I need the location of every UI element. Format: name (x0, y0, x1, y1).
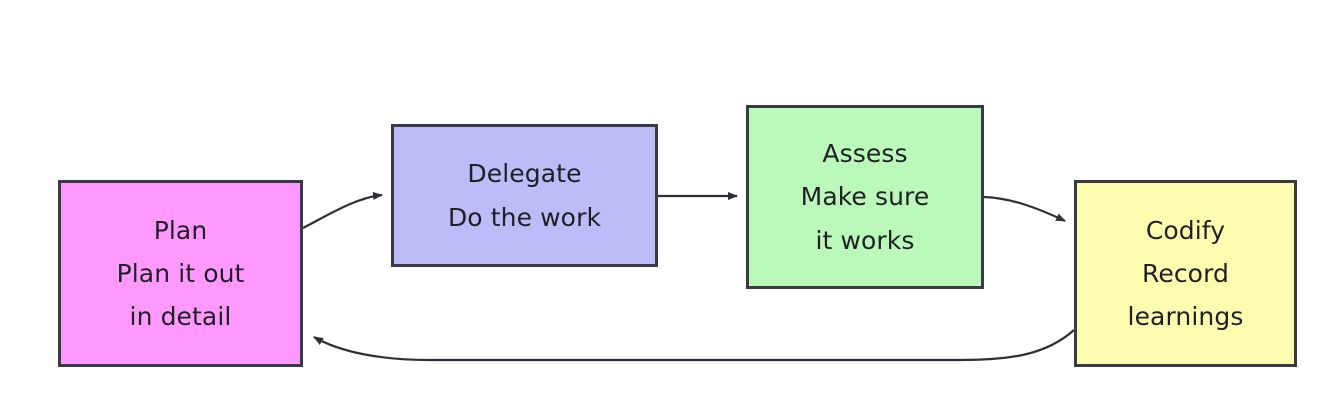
node-codify-subtitle-line2: learnings (1127, 302, 1244, 332)
edge-plan-to-delegate (302, 192, 383, 229)
edge-assess-to-codify (983, 195, 1066, 222)
node-assess-subtitle-line2: it works (815, 225, 915, 255)
node-assess-title: Assess (822, 139, 908, 169)
node-codify-subtitle-line1: Record (1142, 258, 1229, 288)
node-plan-title: Plan (153, 215, 208, 245)
node-delegate[interactable]: Delegate Do the work (391, 124, 658, 267)
edge-codify-to-plan (313, 329, 1075, 362)
node-plan-subtitle-line1: Plan it out (116, 258, 245, 288)
node-plan[interactable]: Plan Plan it out in detail (58, 180, 303, 367)
node-codify-title: Codify (1145, 215, 1226, 245)
node-plan-subtitle-line2: in detail (129, 302, 232, 332)
node-assess[interactable]: Assess Make sure it works (746, 105, 984, 289)
node-assess-subtitle-line1: Make sure (800, 182, 930, 212)
node-delegate-subtitle-line1: Do the work (447, 202, 602, 232)
node-codify[interactable]: Codify Record learnings (1074, 180, 1297, 367)
node-delegate-title: Delegate (467, 159, 582, 189)
